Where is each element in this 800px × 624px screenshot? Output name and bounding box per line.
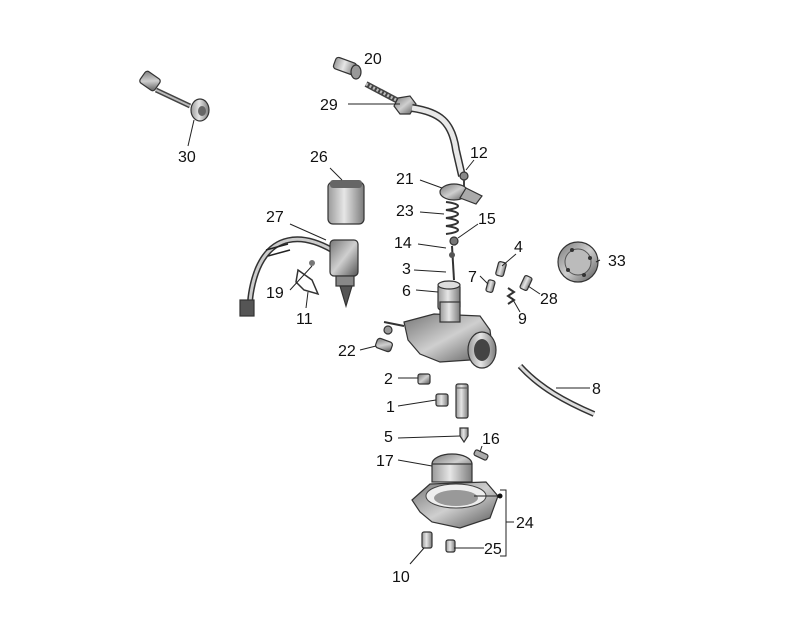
leader-6 bbox=[415, 289, 439, 293]
callout-2: 2 bbox=[384, 371, 393, 388]
part-11-bracket bbox=[295, 260, 320, 296]
callout-29: 29 bbox=[320, 97, 338, 114]
leader-7 bbox=[479, 275, 489, 285]
callout-24: 24 bbox=[516, 515, 534, 532]
part-8-hose bbox=[517, 363, 596, 417]
callout-4: 4 bbox=[514, 239, 523, 256]
leader-9 bbox=[511, 297, 521, 313]
leader-19 bbox=[289, 265, 313, 291]
callout-6: 6 bbox=[402, 283, 411, 300]
part-33-cover-plate bbox=[557, 241, 599, 283]
callout-5: 5 bbox=[384, 429, 393, 446]
leader-24-dot bbox=[497, 493, 503, 499]
leader-14 bbox=[417, 243, 447, 249]
callout-11: 11 bbox=[296, 311, 313, 328]
part-25-screw bbox=[445, 539, 456, 553]
part-7-screw bbox=[485, 279, 496, 293]
callout-25: 25 bbox=[484, 541, 502, 558]
leader-21 bbox=[419, 179, 443, 189]
leader-lines bbox=[187, 103, 601, 565]
part-27-choke-cable bbox=[239, 236, 359, 317]
leader-23 bbox=[419, 211, 445, 215]
callout-26: 26 bbox=[310, 149, 328, 166]
leader-33 bbox=[595, 259, 601, 263]
callout-19: 19 bbox=[266, 285, 284, 302]
part-30-bolt bbox=[139, 70, 210, 122]
leader-1 bbox=[397, 399, 437, 407]
part-24-float-bowl bbox=[411, 481, 499, 529]
callout-20: 20 bbox=[364, 51, 382, 68]
part-10-screw bbox=[421, 531, 433, 549]
callout-21: 21 bbox=[396, 171, 414, 188]
part-emulsion-tube bbox=[455, 383, 469, 419]
part-9-spring bbox=[506, 287, 516, 305]
callout-10: 10 bbox=[392, 569, 410, 586]
leader-16 bbox=[479, 445, 483, 453]
part-23-spring bbox=[445, 201, 459, 235]
part-21-cover bbox=[439, 183, 483, 205]
callout-30: 30 bbox=[178, 149, 196, 166]
callout-17: 17 bbox=[376, 453, 394, 470]
leader-24-bracket bbox=[500, 489, 507, 557]
leader-4 bbox=[501, 253, 517, 267]
part-15-clip bbox=[449, 236, 459, 246]
part-1-jet bbox=[435, 393, 449, 407]
leader-12 bbox=[465, 159, 475, 171]
leader-30 bbox=[187, 119, 195, 147]
part-3-needle bbox=[449, 245, 455, 281]
leader-10 bbox=[409, 547, 425, 565]
callout-33: 33 bbox=[608, 253, 626, 270]
callout-3: 3 bbox=[402, 261, 411, 278]
part-4-jet bbox=[495, 261, 507, 277]
part-22-screw bbox=[375, 337, 393, 353]
callout-9: 9 bbox=[518, 311, 527, 328]
part-17-float bbox=[431, 453, 473, 483]
leader-15 bbox=[457, 223, 479, 239]
callout-16: 16 bbox=[482, 431, 500, 448]
leader-22 bbox=[359, 345, 377, 351]
part-carburetor-body bbox=[383, 301, 497, 369]
part-26-cap bbox=[327, 180, 365, 225]
part-2-nut bbox=[417, 373, 431, 385]
callout-22: 22 bbox=[338, 343, 356, 360]
leader-28 bbox=[527, 285, 541, 295]
callout-23: 23 bbox=[396, 203, 414, 220]
leader-27 bbox=[289, 223, 327, 241]
callout-12: 12 bbox=[470, 145, 488, 162]
callout-labels: 20 29 30 26 12 21 23 15 27 14 4 3 7 33 6… bbox=[178, 51, 626, 586]
part-29-fuel-pipe bbox=[364, 81, 466, 177]
callout-8: 8 bbox=[592, 381, 601, 398]
callout-7: 7 bbox=[468, 269, 477, 286]
callout-1: 1 bbox=[386, 399, 395, 416]
leader-26 bbox=[329, 167, 343, 181]
part-28-screw bbox=[519, 275, 533, 291]
part-5-float-needle bbox=[459, 427, 469, 444]
callout-28: 28 bbox=[540, 291, 558, 308]
callout-27: 27 bbox=[266, 209, 284, 226]
leader-3 bbox=[413, 269, 447, 273]
part-20-fitting bbox=[332, 56, 362, 80]
callout-14: 14 bbox=[394, 235, 412, 252]
callout-15: 15 bbox=[478, 211, 496, 228]
leader-11 bbox=[305, 291, 309, 309]
part-16-pin bbox=[473, 449, 489, 461]
leader-17 bbox=[397, 459, 433, 467]
leader-5 bbox=[397, 435, 461, 439]
